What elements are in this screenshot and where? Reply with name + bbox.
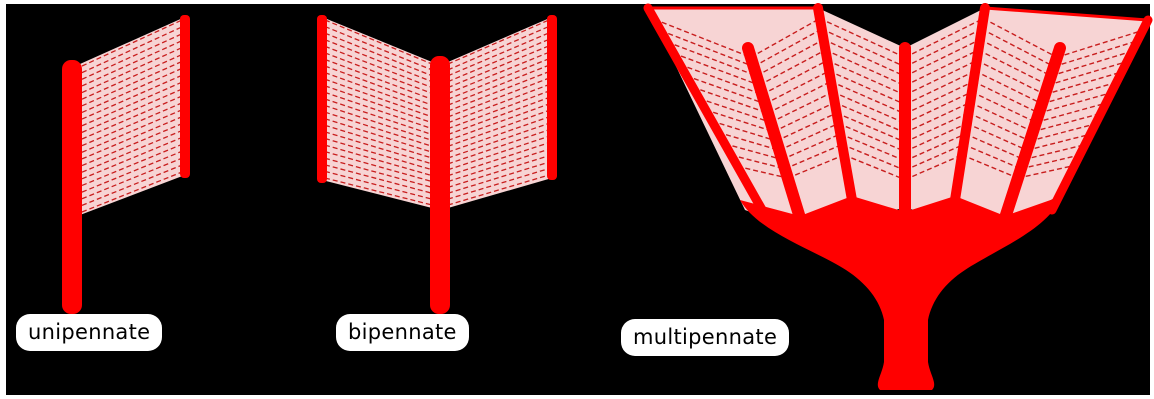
unipennate-muscle [62,15,190,314]
bipennate-right-tendon [547,15,557,180]
bipennate-left-fiber-region [322,17,432,208]
multipennate-aponeurosis-base [740,196,1062,390]
label-multipennate: multipennate [621,319,789,356]
label-unipennate: unipennate [16,314,162,351]
bipennate-muscle [317,15,557,314]
label-bipennate: bipennate [336,314,469,351]
bipennate-left-tendon [317,15,327,183]
unipennate-outer-tendon [180,15,190,178]
bipennate-central-tendon [430,56,450,314]
multipennate-fiber-region [648,8,1148,228]
unipennate-fiber-region [80,17,185,215]
unipennate-central-tendon [62,60,82,314]
